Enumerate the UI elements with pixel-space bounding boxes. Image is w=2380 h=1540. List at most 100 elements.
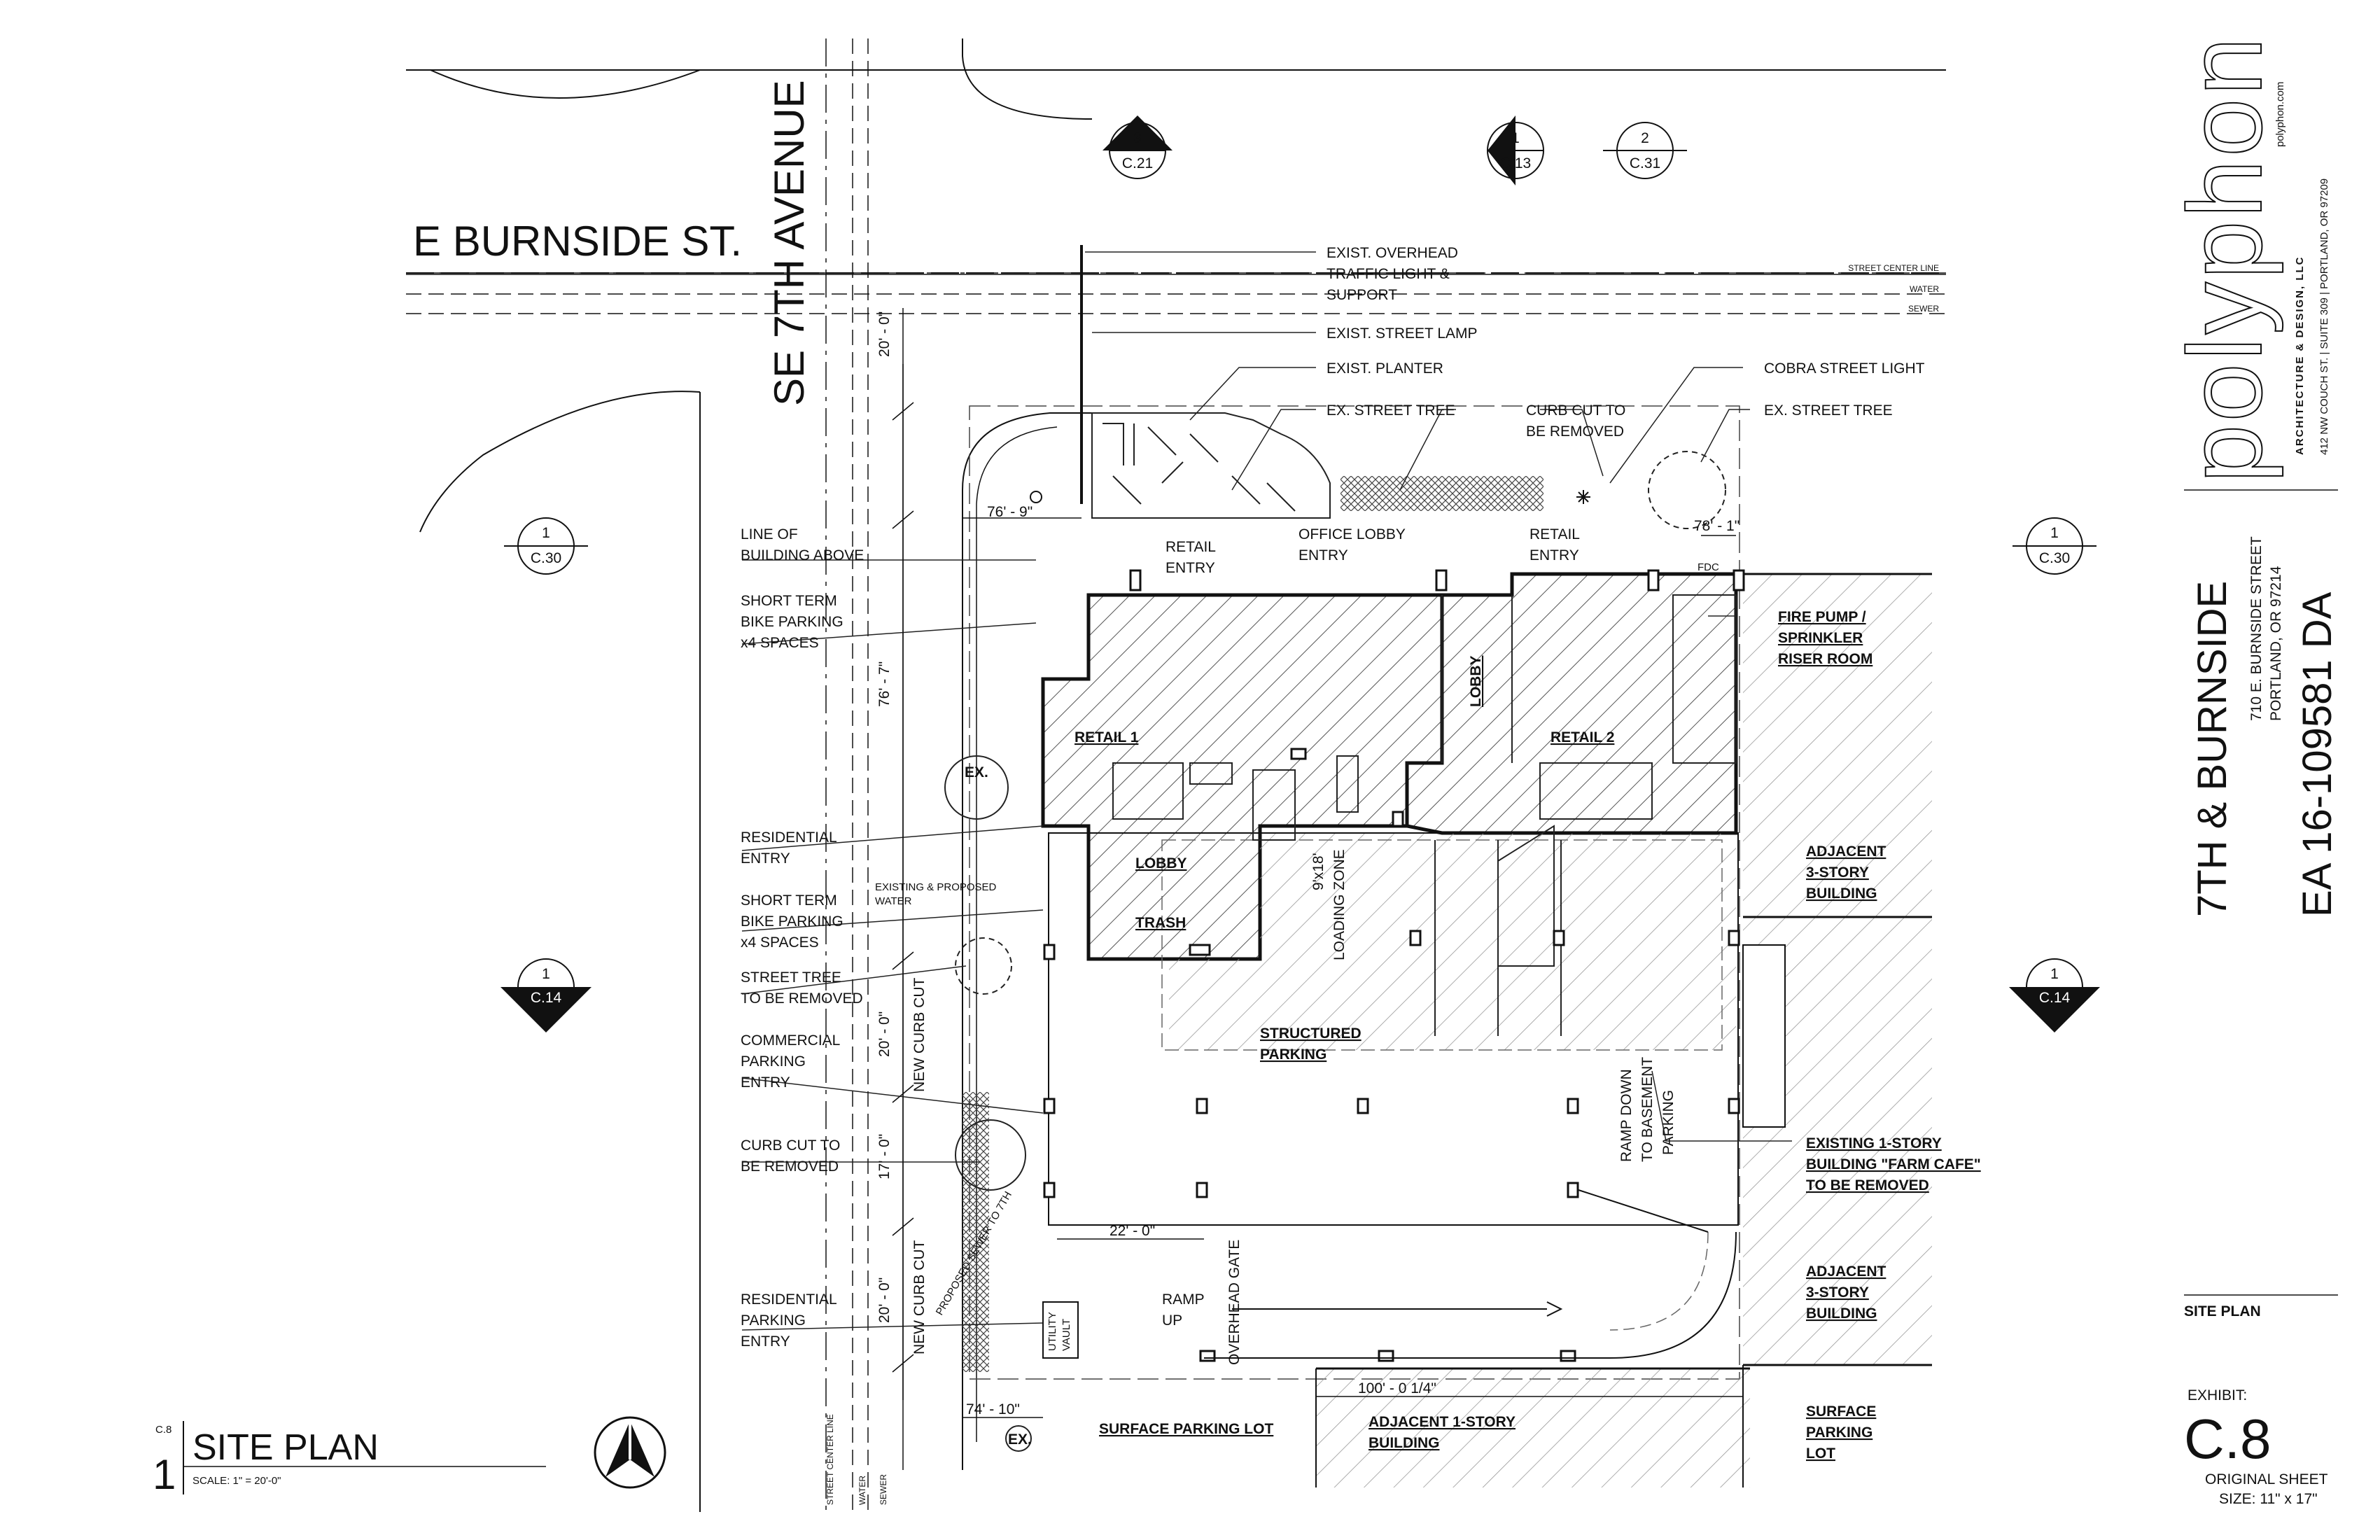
bike-2-label-1: SHORT TERM (741, 892, 837, 909)
drawing-sheet-ref: C.8 (155, 1424, 172, 1436)
original-sheet-1: ORIGINAL SHEET (2205, 1471, 2328, 1488)
lobby-label: LOBBY (1135, 855, 1187, 872)
bike-1-label-2: BIKE PARKING (741, 614, 844, 630)
project-name: 7TH & BURNSIDE (2190, 581, 2235, 917)
office-lobby-label-2: ENTRY (1298, 547, 1348, 564)
overhead-gate-label: OVERHEAD GATE (1226, 1240, 1242, 1365)
dim-20-top: 20' - 0" (876, 312, 892, 357)
adjacent-3-label-a-2: 3-STORY (1806, 864, 1869, 881)
surface-lot-r-label-3: LOT (1806, 1446, 1835, 1462)
existing-planter (1091, 412, 1331, 519)
existing-1-label-2: BUILDING "FARM CAFE" (1806, 1156, 1981, 1172)
res-entry-label-1: RESIDENTIAL (741, 830, 837, 846)
water-line-label: WATER (1910, 284, 1939, 294)
sheet-title-block: polyphon polyphon.com ARCHITECTURE & DES… (2165, 34, 2340, 1507)
project-address-1: 710 E. BURNSIDE STREET (2248, 536, 2264, 721)
callout-top-2-sheet: C.13 (1500, 155, 1531, 172)
adjacent-buildings (1315, 573, 1932, 1488)
adjacent-3-label-b-3: BUILDING (1806, 1306, 1877, 1322)
callout-side-3-sheet: C.14 (531, 990, 562, 1006)
callout-side-3: 1 C.14 (500, 958, 592, 1032)
res-entry-label-2: ENTRY (741, 850, 790, 867)
loading-zone-label-1: 9'x18' (1310, 853, 1326, 890)
ramp-break-line (1578, 1189, 1709, 1233)
callout-top-1-num: 3 (1133, 130, 1142, 146)
curb-cut-label-2: BE REMOVED (1526, 424, 1624, 440)
callout-top-2: 1 C.13 (1487, 115, 1544, 186)
dim-76-7: 76' - 7" (876, 662, 892, 707)
callout-top-3-num: 2 (1641, 130, 1649, 146)
firm-logo: polyphon (2166, 34, 2283, 483)
utility-vault-label-2: VAULT (1060, 1319, 1072, 1351)
dim-20-mid: 20' - 0" (876, 1011, 892, 1057)
callout-side-2: 1 C.30 (2012, 517, 2096, 575)
bike-1-label-3: x4 SPACES (741, 635, 819, 651)
structured-parking-outline (1048, 832, 1739, 1226)
retail-entry-2-label-1: RETAIL (1530, 526, 1580, 542)
lobby-vertical-label: LOBBY (1468, 656, 1484, 708)
new-curb-cut-label-1: NEW CURB CUT (911, 978, 927, 1092)
dim-22: 22' - 0" (1110, 1223, 1155, 1239)
ramp-up-label-2: UP (1162, 1312, 1182, 1329)
street-center-line-label-v: STREET CENTER LINE (825, 1414, 835, 1505)
callout-side-4-num: 1 (2050, 966, 2059, 982)
fire-pump-label-2: SPRINKLER (1778, 630, 1863, 646)
overhead-light-label-1: EXIST. OVERHEAD (1326, 245, 1458, 261)
callout-side-4-sheet: C.14 (2039, 990, 2071, 1006)
dim-76-9: 76' - 9" (987, 504, 1032, 520)
dim-20-bot: 20' - 0" (876, 1278, 892, 1323)
bike-1-label-1: SHORT TERM (741, 593, 837, 609)
drawing-scale: SCALE: 1" = 20'-0" (192, 1475, 281, 1487)
curb-cut-removed-left (962, 1092, 989, 1372)
commercial-label-3: ENTRY (741, 1074, 790, 1091)
commercial-label-1: COMMERCIAL (741, 1032, 840, 1049)
original-sheet-2: SIZE: 11" x 17" (2219, 1491, 2318, 1507)
callout-side-1: 1 C.30 (504, 517, 588, 575)
ramp-up-label-1: RAMP (1162, 1292, 1205, 1308)
callout-side-4: 1 C.14 (2009, 958, 2100, 1032)
office-lobby-label-1: OFFICE LOBBY (1298, 526, 1406, 542)
fdc-label: FDC (1698, 561, 1719, 573)
street-trees (944, 451, 1726, 1452)
sewer-line-label-v: SEWER (878, 1474, 888, 1505)
drawing-title-text: SITE PLAN (192, 1427, 379, 1468)
fire-pump-label-1: FIRE PUMP / (1778, 609, 1866, 625)
callout-top-3-sheet: C.31 (1630, 155, 1660, 172)
curb-cut-label-1: CURB CUT TO (1526, 402, 1625, 419)
cobra-light-label: COBRA STREET LIGHT (1764, 360, 1925, 377)
overhead-light-label-2: TRAFFIC LIGHT & (1326, 266, 1450, 282)
ramp-curve (1204, 1231, 1737, 1359)
callout-top-3: 2 C.31 (1603, 122, 1687, 179)
adjacent-1-label-1: ADJACENT 1-STORY (1368, 1414, 1516, 1430)
adjacent-1-label-2: BUILDING (1368, 1435, 1440, 1451)
dim-74-10: 74' - 10" (966, 1401, 1020, 1418)
drawing-title: C.8 1 SITE PLAN SCALE: 1" = 20'-0" (153, 1421, 546, 1498)
overhead-light-label-3: SUPPORT (1326, 287, 1397, 303)
new-curb-cut-label-2: NEW CURB CUT (911, 1240, 927, 1354)
ramp-inner-curve (1609, 1231, 1709, 1331)
retail-1-label: RETAIL 1 (1074, 729, 1139, 746)
res-parking-label-2: PARKING (741, 1312, 806, 1329)
line-of-building-label-1: LINE OF (741, 526, 798, 542)
dim-17: 17' - 0" (876, 1134, 892, 1180)
callout-side-3-num: 1 (542, 966, 550, 982)
retail-entry-1-label-2: ENTRY (1166, 560, 1215, 576)
structured-parking-label-2: PARKING (1260, 1046, 1326, 1063)
ex-tree-label-b: EX. (1008, 1432, 1032, 1448)
planter-label: EXIST. PLANTER (1326, 360, 1443, 377)
dimension-lines (892, 308, 1743, 1418)
existing-1-label-1: EXISTING 1-STORY (1806, 1135, 1942, 1152)
street-lamp-icon (1030, 491, 1042, 503)
callout-top-2-num: 1 (1511, 130, 1520, 146)
street-lines (406, 38, 1946, 1512)
res-parking-label-3: ENTRY (741, 1334, 790, 1350)
street-tree-label-1: EX. STREET TREE (1326, 402, 1455, 419)
adjacent-3-label-a-1: ADJACENT (1806, 844, 1886, 860)
callout-side-2-sheet: C.30 (2039, 550, 2070, 566)
retail-entry-2-label-2: ENTRY (1530, 547, 1579, 564)
tree-removed-label-2: TO BE REMOVED (741, 990, 863, 1007)
ramp-down-label-2: TO BASEMENT (1639, 1057, 1656, 1162)
exhibit-number: C.8 (2184, 1408, 2272, 1470)
cobra-light-icon (1576, 490, 1590, 504)
fire-pump-label-3: RISER ROOM (1778, 651, 1872, 667)
